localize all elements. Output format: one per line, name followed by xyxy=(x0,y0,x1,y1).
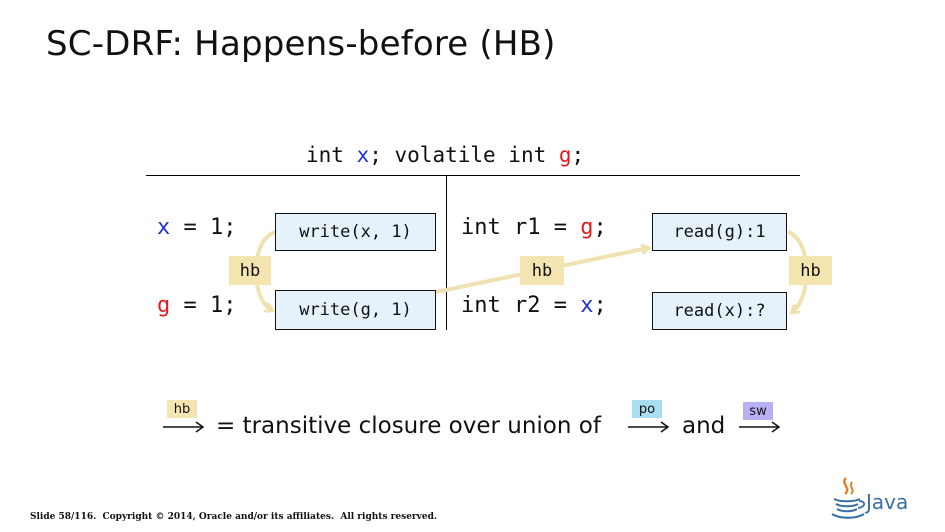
code-rest: = 1; xyxy=(170,215,237,240)
legend-po-tag: po xyxy=(632,400,662,418)
code-prefix: int r1 = xyxy=(461,215,581,240)
event-read-x: read(x):? xyxy=(652,292,787,330)
code-prefix: int r2 = xyxy=(461,293,581,318)
code-suffix: ; xyxy=(593,215,607,240)
code-line-g-assign: g = 1; xyxy=(157,293,236,318)
legend-and: and xyxy=(682,413,726,439)
slide-footer: Slide 58/116. Copyright © 2014, Oracle a… xyxy=(30,512,438,522)
code-line-r1: int r1 = g; xyxy=(461,215,607,240)
legend-po-arrow-icon xyxy=(628,421,670,433)
code-line-x-assign: x = 1; xyxy=(157,215,236,240)
decl-prefix: int xyxy=(306,143,357,167)
code-var-g: g xyxy=(157,293,171,318)
event-write-x: write(x, 1) xyxy=(275,213,436,251)
legend-hb-tag: hb xyxy=(167,400,197,418)
code-suffix: ; xyxy=(593,293,607,318)
hb-label-left: hb xyxy=(229,256,271,285)
decl-var-g: g xyxy=(558,143,572,167)
java-cup-icon xyxy=(831,477,866,519)
horizontal-rule xyxy=(146,175,800,176)
legend-sw-tag: sw xyxy=(743,402,773,420)
event-read-g: read(g):1 xyxy=(652,213,787,251)
code-var-x: x xyxy=(580,293,594,318)
decl-var-x: x xyxy=(356,143,370,167)
decl-suffix: ; xyxy=(571,143,585,167)
legend-definition: = transitive closure over union of xyxy=(216,413,601,439)
code-var-g: g xyxy=(580,215,594,240)
decl-middle: ; volatile int xyxy=(369,143,559,167)
legend-sw-arrow-icon xyxy=(739,421,781,433)
code-var-x: x xyxy=(157,215,171,240)
code-rest: = 1; xyxy=(170,293,237,318)
slide-title: SC-DRF: Happens-before (HB) xyxy=(46,24,556,64)
java-logo-text: Java xyxy=(866,490,909,514)
hb-label-middle: hb xyxy=(520,256,564,285)
thread-divider xyxy=(446,175,447,330)
hb-label-right: hb xyxy=(789,256,832,285)
java-logo: Java xyxy=(828,474,910,520)
code-line-r2: int r2 = x; xyxy=(461,293,607,318)
legend: hb = transitive closure over union of po… xyxy=(162,400,802,450)
declaration-line: int x; volatile int g; xyxy=(306,143,584,167)
event-write-g: write(g, 1) xyxy=(275,290,436,330)
legend-hb-arrow-icon xyxy=(163,421,205,433)
